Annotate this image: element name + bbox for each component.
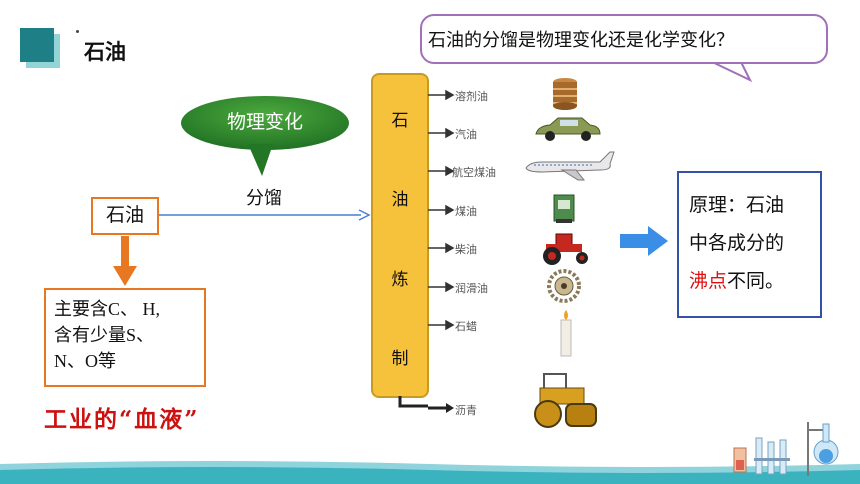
product-label-gasoline: 汽油: [455, 128, 477, 141]
product-label-asphalt: 沥青: [455, 404, 477, 417]
product-arrows: [428, 89, 455, 413]
principle-line-3: 沸点不同。: [689, 263, 810, 301]
page-title: 石油: [84, 40, 126, 64]
composition-line-1: 主要含C、 H,: [54, 299, 161, 319]
blue-arrow-icon: [620, 226, 668, 256]
down-arrow: [113, 236, 137, 286]
composition-line-3: N、O等: [54, 351, 116, 371]
bottom-outlet: [398, 396, 428, 408]
column-char-2: 油: [391, 190, 409, 209]
gear-icon: [547, 269, 581, 303]
principle-line-2: 中各成分的: [689, 233, 785, 254]
physical-change-text: 物理变化: [226, 112, 303, 133]
arrow-to-column: [159, 209, 371, 221]
principle-line-1: 原理：石油: [689, 195, 785, 216]
product-label-paraffin: 石蜡: [455, 320, 477, 333]
column-char-4: 制: [391, 349, 409, 368]
car-icon: [535, 117, 601, 141]
question-bubble: [420, 14, 828, 64]
petroleum-box: 石油: [91, 197, 159, 235]
candle-icon: [560, 310, 572, 357]
product-label-diesel: 柴油: [455, 243, 477, 256]
airplane-icon: [525, 151, 615, 181]
product-label-jet-fuel: 航空煤油: [452, 166, 496, 179]
product-label-kerosene: 煤油: [455, 205, 477, 218]
barrel-stack-icon: [553, 78, 577, 110]
principle-line-3-rest: 不同。: [727, 271, 785, 292]
header-square-icon: [20, 28, 54, 62]
product-label-solvent: 溶剂油: [455, 90, 488, 103]
boiling-point-highlight: 沸点: [689, 271, 728, 292]
physical-change-bubble: [181, 96, 349, 176]
distillation-label: 分馏: [246, 188, 282, 208]
kerosene-stove-icon: [553, 194, 575, 223]
principle-box: 原理：石油 中各成分的 沸点不同。: [677, 171, 822, 318]
tractor-icon: [543, 233, 588, 265]
column-char-1: 石: [391, 111, 409, 130]
composition-line-2: 含有少量S、: [54, 325, 155, 345]
footer-wave: [0, 461, 860, 484]
refining-column: [371, 73, 429, 398]
header-dot: [76, 30, 79, 33]
composition-box: 主要含C、 H, 含有少量S、 N、O等: [44, 288, 206, 387]
road-roller-icon: [534, 373, 597, 428]
industrial-blood-label: 工业的“血液”: [44, 406, 200, 433]
question-text: 石油的分馏是物理变化还是化学变化？: [428, 30, 734, 51]
lab-equipment-icon: [733, 422, 839, 476]
column-char-3: 炼: [391, 270, 409, 289]
product-label-lubricant: 润滑油: [455, 282, 488, 295]
